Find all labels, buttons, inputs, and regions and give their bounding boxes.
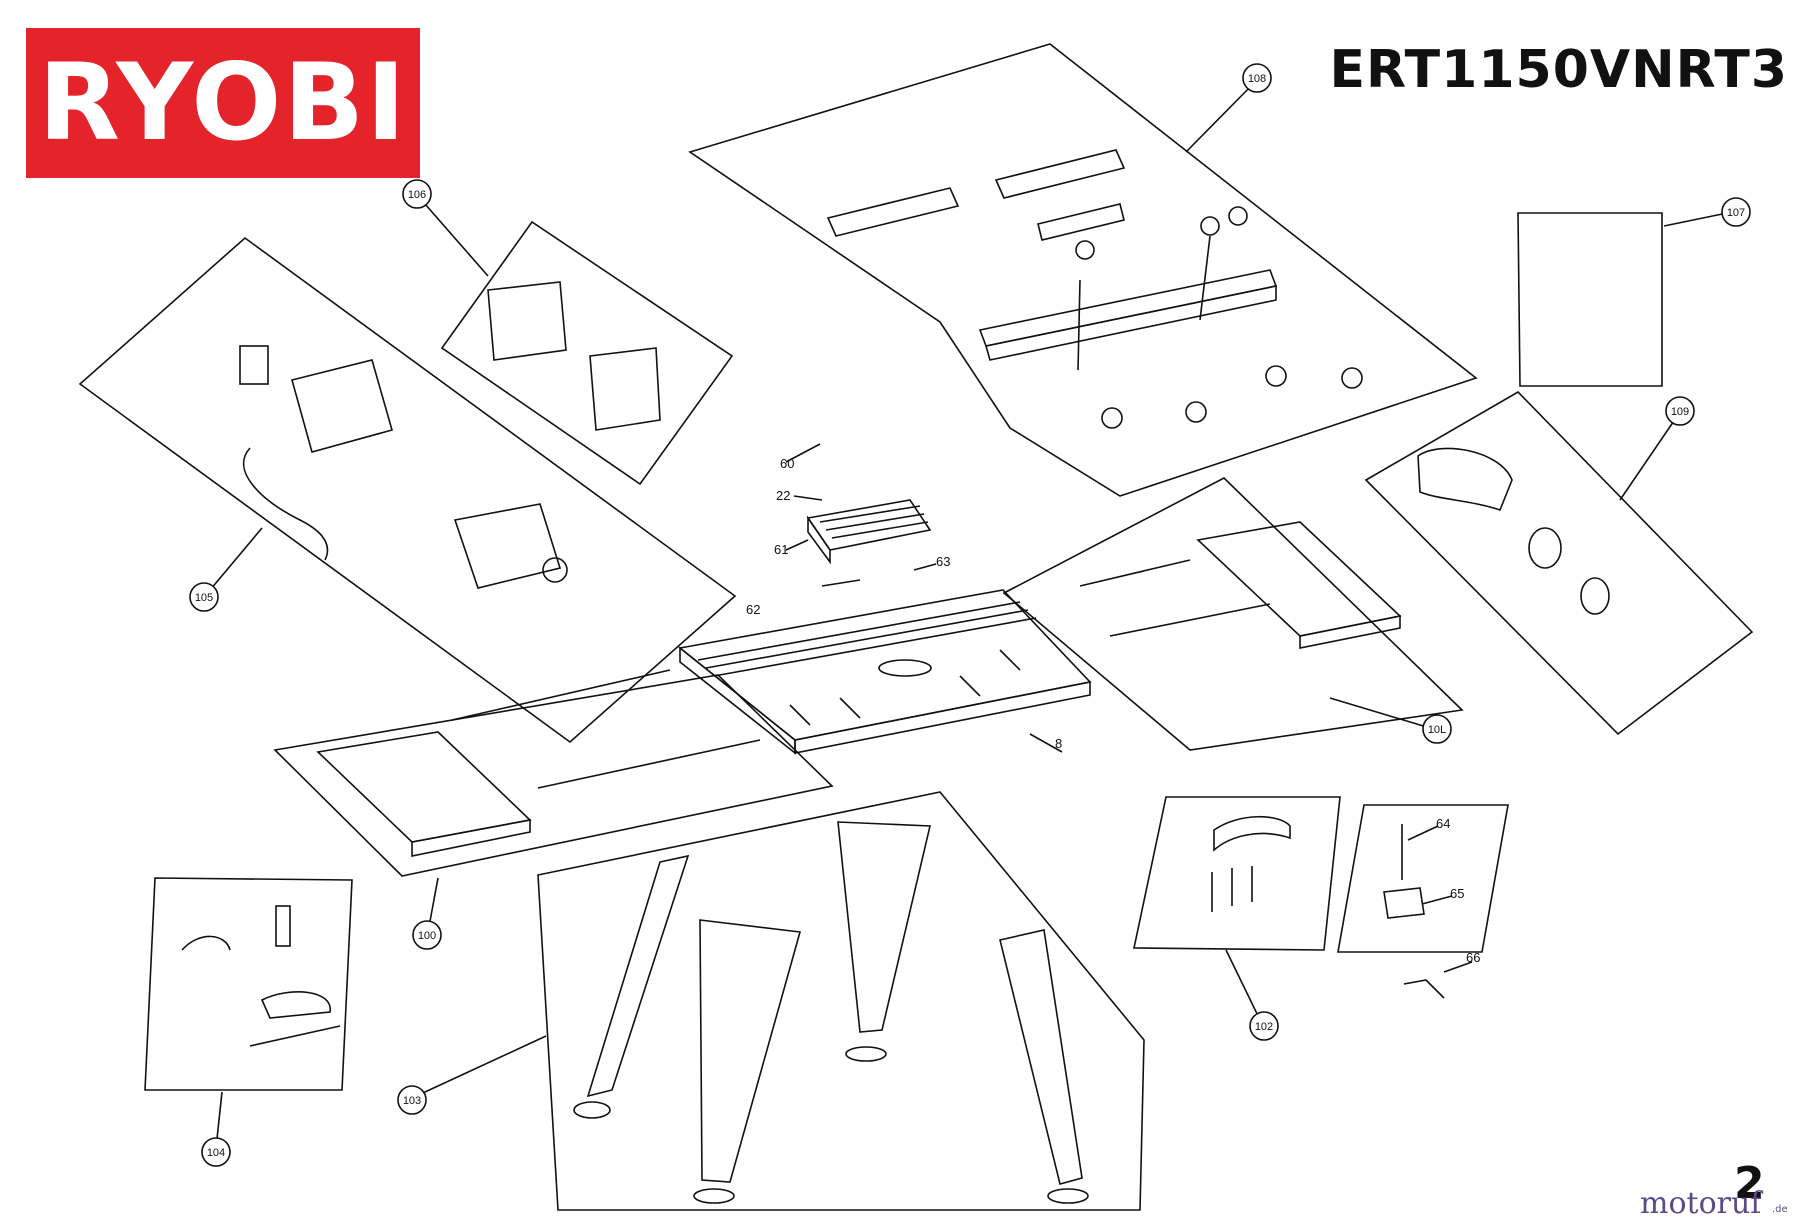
- left-extension: [316, 669, 761, 857]
- frame-100: [273, 674, 834, 877]
- callout-circle-105: [189, 582, 219, 612]
- stand-legs: [573, 821, 1089, 1204]
- frame-106: [440, 220, 734, 486]
- frame-108: [688, 43, 1478, 497]
- part-label-8: 8: [1055, 736, 1062, 751]
- part-label-63: 63: [936, 554, 950, 569]
- table-top: [678, 589, 1092, 755]
- callout-circle-100: [412, 920, 442, 950]
- logo-text: RYOBI: [38, 41, 408, 164]
- frame-105: [78, 236, 737, 744]
- frame-103: [537, 791, 1145, 1211]
- callout-107: 107: [1727, 207, 1745, 219]
- callout-106: 106: [408, 189, 426, 201]
- frame-107: [1517, 212, 1663, 387]
- callout-103: 103: [403, 1095, 421, 1107]
- frame-109: [1364, 390, 1754, 736]
- callout-circle-101: [1422, 714, 1452, 744]
- right-extension: [1079, 521, 1402, 649]
- insert-plate: [1211, 815, 1291, 912]
- miter-gauge: [181, 905, 341, 1047]
- part-label-64: 64: [1436, 816, 1450, 831]
- fence-assembly: [826, 149, 1363, 429]
- callout-109: 109: [1671, 406, 1689, 418]
- callout-circle-102: [1249, 1011, 1279, 1041]
- part-label-66: 66: [1466, 950, 1480, 965]
- callout-100: 100: [418, 930, 436, 942]
- switch-parts: [487, 281, 661, 431]
- callout-circle-109: [1665, 396, 1695, 426]
- part-label-62: 62: [746, 602, 760, 617]
- watermark: motoruf: [1640, 1186, 1762, 1221]
- dust-chute: [806, 499, 932, 565]
- callout-circle-108: [1242, 63, 1272, 93]
- hardware-parts: [1383, 824, 1445, 999]
- callout-108: 108: [1248, 73, 1266, 85]
- page-number: 2: [1734, 1158, 1765, 1209]
- frame-101: [1002, 477, 1464, 751]
- callout-circle-103: [397, 1085, 427, 1115]
- callout-circle-107: [1721, 197, 1751, 227]
- callout-105: 105: [195, 592, 213, 604]
- callout-circle-104: [201, 1137, 231, 1167]
- watermark-domain: .de: [1772, 1204, 1788, 1215]
- frame-104: [144, 877, 353, 1091]
- part-label-61: 61: [774, 542, 788, 557]
- part-label-65: 65: [1450, 886, 1464, 901]
- frame-sub64: [1337, 804, 1509, 953]
- part-label-22: 22: [776, 488, 790, 503]
- frame-102: [1133, 796, 1341, 951]
- guard-assembly: [1417, 447, 1610, 615]
- callout-102: 102: [1255, 1021, 1273, 1033]
- leader-lines: [204, 79, 1733, 1149]
- callout-101: 10L: [1428, 724, 1446, 736]
- model-number: ERT1150VNRT3: [1329, 40, 1788, 100]
- part-label-60: 60: [780, 456, 794, 471]
- motor-housing: [239, 345, 568, 589]
- ryobi-logo: RYOBI: [26, 28, 420, 178]
- callout-104: 104: [207, 1147, 225, 1159]
- callout-circle-106: [402, 179, 432, 209]
